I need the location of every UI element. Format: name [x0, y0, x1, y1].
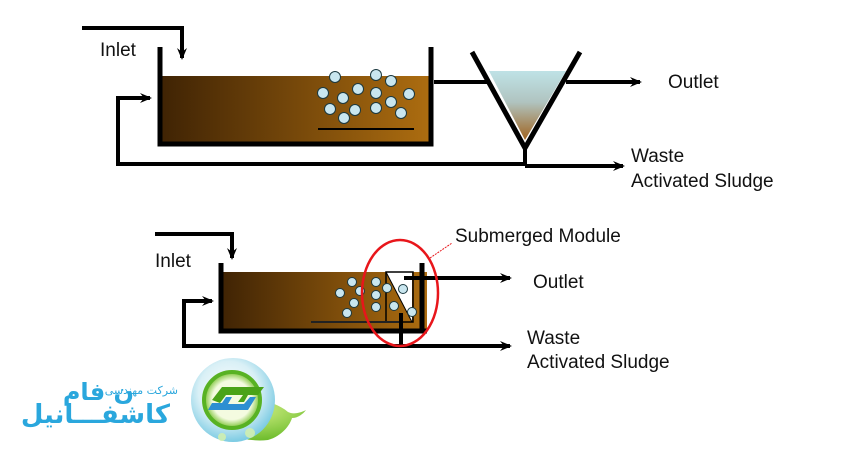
bubble: [371, 302, 381, 312]
top-waste-label-line2: Activated Sludge: [631, 171, 774, 192]
submerged-module-label: Submerged Module: [455, 226, 621, 247]
bottom-bubbles: [335, 277, 417, 318]
bottom-bioreactor-tank: [218, 263, 427, 334]
water-drop-icon: [218, 433, 226, 441]
bubble: [352, 83, 364, 95]
bottom-inlet-label: Inlet: [155, 251, 191, 272]
bubble: [347, 277, 357, 287]
bubble: [342, 308, 352, 318]
top-inlet-label: Inlet: [100, 40, 136, 61]
bubble: [349, 298, 359, 308]
top-bubbles: [317, 69, 415, 124]
bubble: [385, 75, 397, 87]
top-aeration-tank: [157, 47, 434, 147]
bottom-process: [155, 232, 512, 351]
logo-company-name-top: ن فام: [62, 378, 134, 406]
bubble: [371, 290, 381, 300]
top-process: [82, 26, 642, 171]
top-clarifier-content: [489, 71, 566, 140]
bubble: [335, 288, 345, 298]
bubble: [407, 307, 417, 317]
bottom-return-pipe: [182, 296, 401, 348]
bubble: [349, 104, 361, 116]
top-waste-label-line1: Waste: [631, 146, 685, 167]
bottom-outlet-label: Outlet: [533, 272, 584, 293]
top-inlet-pipe: [82, 26, 187, 60]
bubble: [395, 107, 407, 119]
water-drop-icon-2: [245, 428, 255, 438]
bubble: [389, 301, 399, 311]
bubble: [403, 88, 415, 100]
emblem-ring: [202, 370, 262, 430]
logo-company-type: شرکت مهندسی: [104, 384, 178, 397]
emblem-mark-blue: [208, 397, 256, 410]
bubble: [385, 96, 397, 108]
company-logo-emblem: [191, 358, 306, 442]
bottom-waste-label-line1: Waste: [527, 328, 581, 349]
callout-leader-line: [429, 242, 453, 259]
submerged-module-callout-ring: [360, 238, 440, 348]
bubble: [370, 102, 382, 114]
bubble: [329, 71, 341, 83]
bubble: [317, 87, 329, 99]
top-tank-sludge: [160, 76, 431, 144]
top-return-sludge-pipe: [116, 93, 525, 166]
emblem-mark-green: [212, 387, 264, 403]
bubble: [371, 277, 381, 287]
bubble: [382, 283, 392, 293]
bottom-inlet-pipe: [155, 232, 237, 260]
bubble: [324, 103, 336, 115]
bubble: [338, 112, 350, 124]
bubble: [370, 69, 382, 81]
bubble: [398, 284, 408, 294]
top-outlet-label: Outlet: [668, 72, 719, 93]
bottom-waste-label-line2: Activated Sludge: [527, 352, 670, 373]
logo-company-name-bottom: کاشفـــانیل: [20, 400, 170, 430]
bubble: [370, 87, 382, 99]
bubble: [337, 92, 349, 104]
